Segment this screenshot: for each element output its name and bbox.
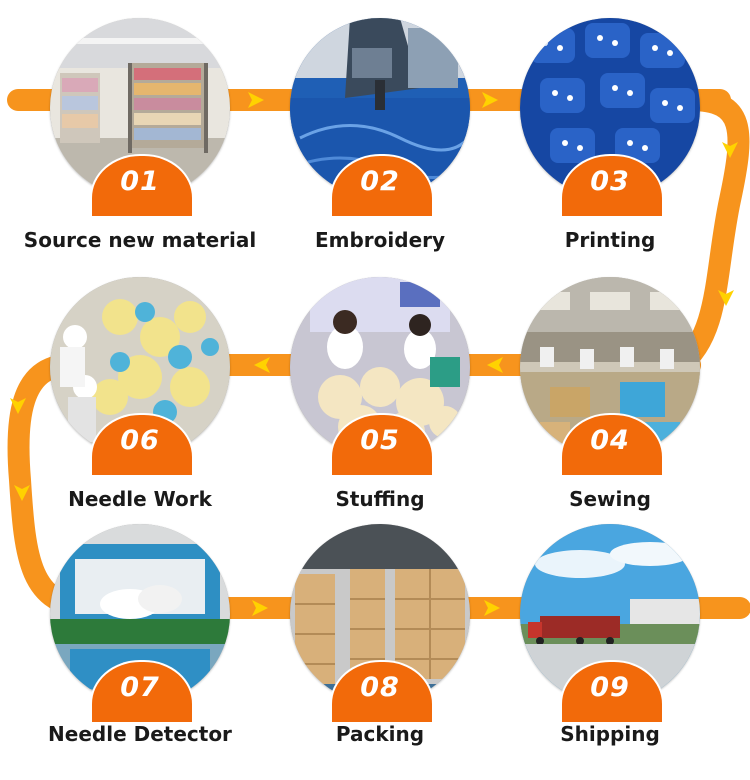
step-label: Needle Detector	[10, 722, 270, 746]
step-label: Needle Work	[10, 487, 270, 511]
process-step-04: 04 Sewing	[510, 277, 710, 517]
step-number: 04	[558, 425, 662, 456]
step-number: 02	[328, 166, 432, 197]
step-number: 03	[558, 166, 662, 197]
step-label: Stuffing	[250, 487, 510, 511]
process-step-06: 06 Needle Work	[40, 277, 240, 517]
step-label: Printing	[480, 228, 740, 252]
process-step-05: 05 Stuffing	[280, 277, 480, 517]
step-label: Sewing	[480, 487, 740, 511]
process-step-02: 02 Embroidery	[280, 18, 480, 258]
step-label: Source new material	[10, 228, 270, 252]
process-step-01: 01 Source new material	[40, 18, 240, 258]
step-number: 09	[558, 672, 662, 703]
process-step-07: 07 Needle Detector	[40, 524, 240, 764]
step-number: 06	[88, 425, 192, 456]
step-number: 05	[328, 425, 432, 456]
step-label: Shipping	[480, 722, 740, 746]
step-number: 01	[88, 166, 192, 197]
process-step-08: 08 Packing	[280, 524, 480, 764]
process-step-09: 09 Shipping	[510, 524, 710, 764]
step-number: 07	[88, 672, 192, 703]
step-number: 08	[328, 672, 432, 703]
step-label: Packing	[250, 722, 510, 746]
process-step-03: 03 Printing	[510, 18, 710, 258]
step-label: Embroidery	[250, 228, 510, 252]
